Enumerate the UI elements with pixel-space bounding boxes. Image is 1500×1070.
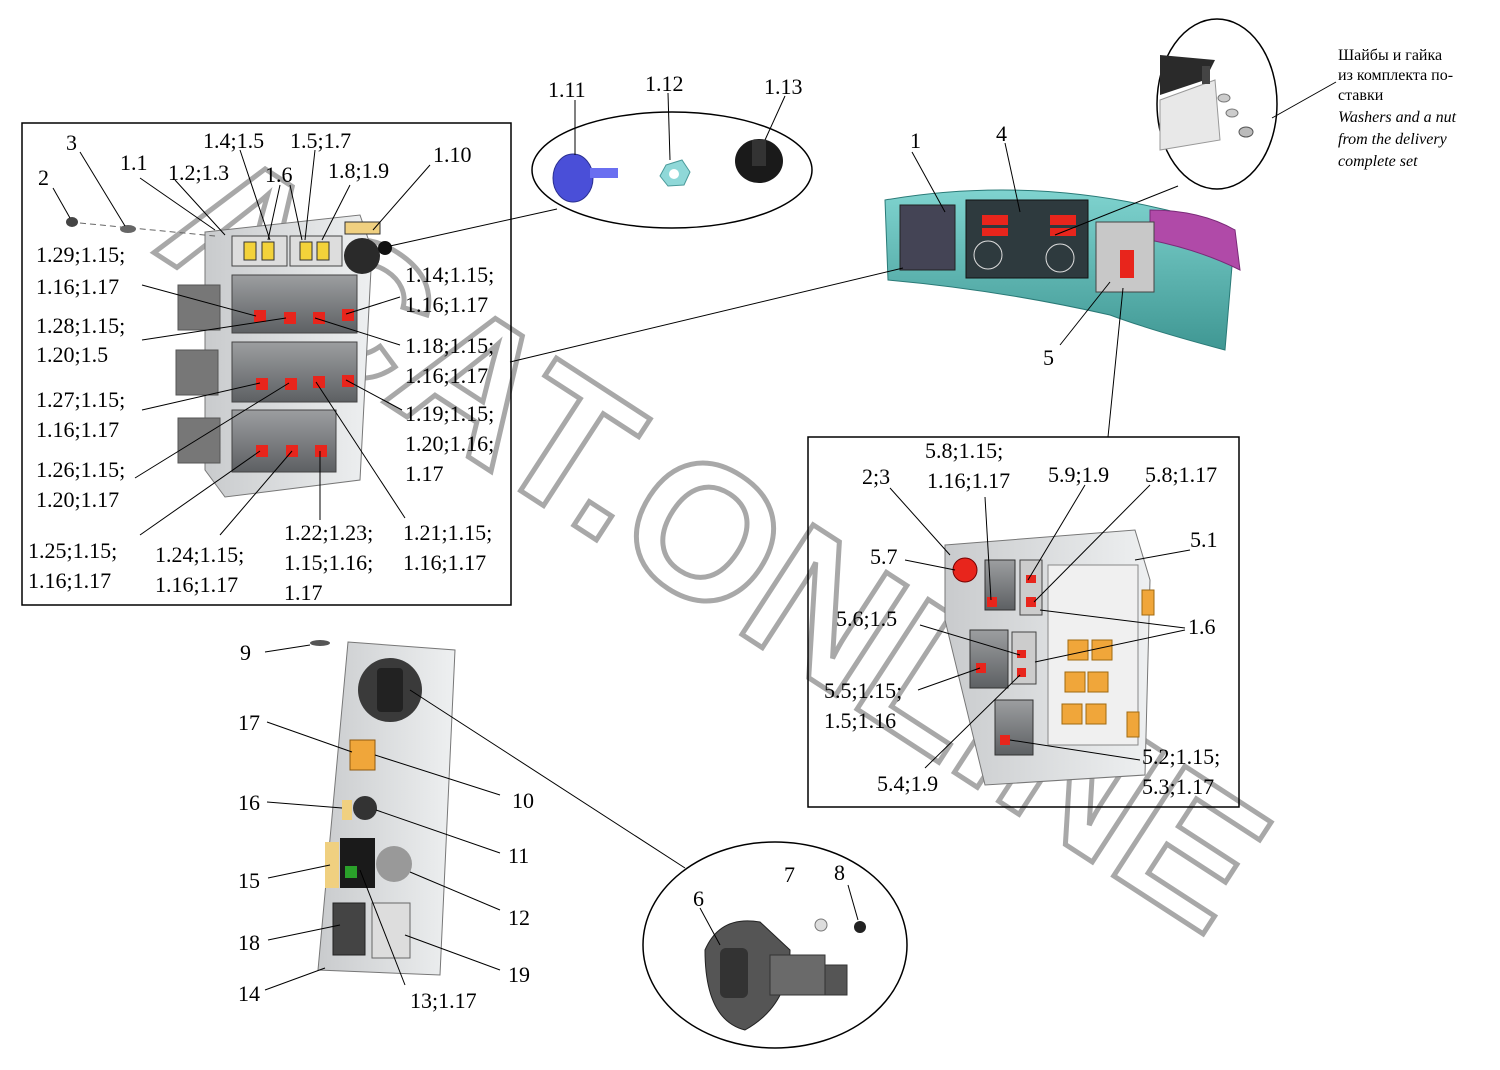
label-5-8-a2: 1.16;1.17 <box>927 468 1010 493</box>
label-5-2-b: 5.3;1.17 <box>1142 774 1214 799</box>
label-1-22-b: 1.15;1.16; <box>284 550 373 575</box>
label-5-9: 5.9;1.9 <box>1048 462 1109 487</box>
label-1-27-b: 1.16;1.17 <box>36 417 119 442</box>
label-13-1-17: 13;1.17 <box>410 988 477 1013</box>
label-3: 3 <box>66 130 77 155</box>
panel1-to-dash-leader <box>509 267 904 363</box>
label-1-5-1-7: 1.5;1.7 <box>290 128 351 153</box>
panel1-plate <box>66 214 392 498</box>
label-18: 18 <box>238 930 260 955</box>
label-5-6: 5.6;1.5 <box>836 606 897 631</box>
label-1-25-a: 1.25;1.15; <box>28 538 117 563</box>
label-5-2-a: 5.2;1.15; <box>1142 744 1220 769</box>
label-1-8-1-9: 1.8;1.9 <box>328 158 389 183</box>
label-1-24-b: 1.16;1.17 <box>155 572 238 597</box>
label-16: 16 <box>238 790 260 815</box>
label-2: 2 <box>38 165 49 190</box>
label-1-25-b: 1.16;1.17 <box>28 568 111 593</box>
label-8: 8 <box>834 860 845 885</box>
label-1-6-b: 1.6 <box>1188 614 1216 639</box>
parts-callout-leader <box>389 208 558 247</box>
label-7: 7 <box>784 862 795 887</box>
panel1-leaders <box>52 149 431 536</box>
label-1-21-b: 1.16;1.17 <box>403 550 486 575</box>
panel5-labels: 2;3 5.8;1.15; 1.16;1.17 5.9;1.9 5.8;1.17… <box>824 438 1220 799</box>
note-en-3: complete set <box>1338 153 1418 170</box>
label-17: 17 <box>238 710 260 735</box>
label-5-1: 5.1 <box>1190 527 1218 552</box>
label-1-26-b: 1.20;1.17 <box>36 487 119 512</box>
label-1-27-a: 1.27;1.15; <box>36 387 125 412</box>
panel5-leaders <box>889 484 1191 769</box>
label-1-13: 1.13 <box>764 74 803 99</box>
label-5-7: 5.7 <box>870 544 898 569</box>
label-1-19-b: 1.20;1.16; <box>405 431 494 456</box>
label-11: 11 <box>508 843 529 868</box>
label-1-29-b: 1.16;1.17 <box>36 274 119 299</box>
label-15: 15 <box>238 868 260 893</box>
label-5-8-a1: 5.8;1.15; <box>925 438 1003 463</box>
label-1-22-a: 1.22;1.23; <box>284 520 373 545</box>
label-1-4-1-5: 1.4;1.5 <box>203 128 264 153</box>
panel5-to-dash-leader <box>1107 287 1124 438</box>
lower-panel-labels: 9 17 16 15 18 14 10 11 12 19 13;1.17 <box>238 640 534 1013</box>
label-14: 14 <box>238 981 260 1006</box>
label-1-28-b: 1.20;1.5 <box>36 342 108 367</box>
note-ru-1: Шайбы и гайка <box>1338 47 1442 64</box>
label-5-5-b: 1.5;1.16 <box>824 708 896 733</box>
label-1-1: 1.1 <box>120 150 148 175</box>
label-1-6: 1.6 <box>265 162 293 187</box>
label-1-18-b: 1.16;1.17 <box>405 363 488 388</box>
label-1-2-1-3: 1.2;1.3 <box>168 160 229 185</box>
note-en-2: from the delivery <box>1338 131 1448 148</box>
label-1-14-b: 1.16;1.17 <box>405 292 488 317</box>
panel5-plate <box>944 529 1155 786</box>
washer-to-dash-leader <box>1054 185 1179 236</box>
label-1-26-a: 1.26;1.15; <box>36 457 125 482</box>
panel5-frame <box>807 436 1240 808</box>
label-1-12: 1.12 <box>645 71 684 96</box>
label-5-5-a: 5.5;1.15; <box>824 678 902 703</box>
label-10: 10 <box>512 788 534 813</box>
top-parts: 1.11 1.12 1.13 <box>548 71 803 203</box>
label-6: 6 <box>693 886 704 911</box>
parts-callout-ellipse <box>531 111 813 229</box>
label-dash-4: 4 <box>996 121 1007 146</box>
label-1-19-c: 1.17 <box>405 461 444 486</box>
label-1-19-a: 1.19;1.15; <box>405 401 494 426</box>
note-en-1: Washers and a nut <box>1338 109 1457 126</box>
label-1-28-a: 1.28;1.15; <box>36 313 125 338</box>
washer-note: Шайбы и гайка из комплекта по- ставки Wa… <box>1338 47 1457 170</box>
panel1-frame <box>21 122 512 606</box>
lower-panel <box>310 640 456 976</box>
zoom-callout-ellipse <box>642 841 908 1049</box>
washer-note-leader <box>1271 81 1337 119</box>
label-1-24-a: 1.24;1.15; <box>155 542 244 567</box>
label-5-8-b: 5.8;1.17 <box>1145 462 1217 487</box>
label-dash-5: 5 <box>1043 345 1054 370</box>
label-1-22-c: 1.17 <box>284 580 323 605</box>
label-2-3: 2;3 <box>862 464 890 489</box>
label-9: 9 <box>240 640 251 665</box>
note-ru-3: ставки <box>1338 87 1384 104</box>
label-12: 12 <box>508 905 530 930</box>
label-1-14-a: 1.14;1.15; <box>405 262 494 287</box>
label-5-4: 5.4;1.9 <box>877 771 938 796</box>
label-1-11: 1.11 <box>548 77 586 102</box>
label-1-29-a: 1.29;1.15; <box>36 242 125 267</box>
zoom-parts: 6 7 8 <box>693 860 866 1031</box>
label-1-18-a: 1.18;1.15; <box>405 333 494 358</box>
label-19: 19 <box>508 962 530 987</box>
lower-panel-leaders <box>264 644 686 991</box>
panel1-switches <box>231 274 358 473</box>
washer-detail <box>1159 55 1254 151</box>
label-1-21-a: 1.21;1.15; <box>403 520 492 545</box>
label-1-10: 1.10 <box>433 142 472 167</box>
note-ru-2: из комплекта по- <box>1338 67 1453 84</box>
label-dash-1: 1 <box>910 128 921 153</box>
panel1-labels: 3 2 1.1 1.2;1.3 1.4;1.5 1.6 1.5;1.7 1.8;… <box>28 128 494 605</box>
